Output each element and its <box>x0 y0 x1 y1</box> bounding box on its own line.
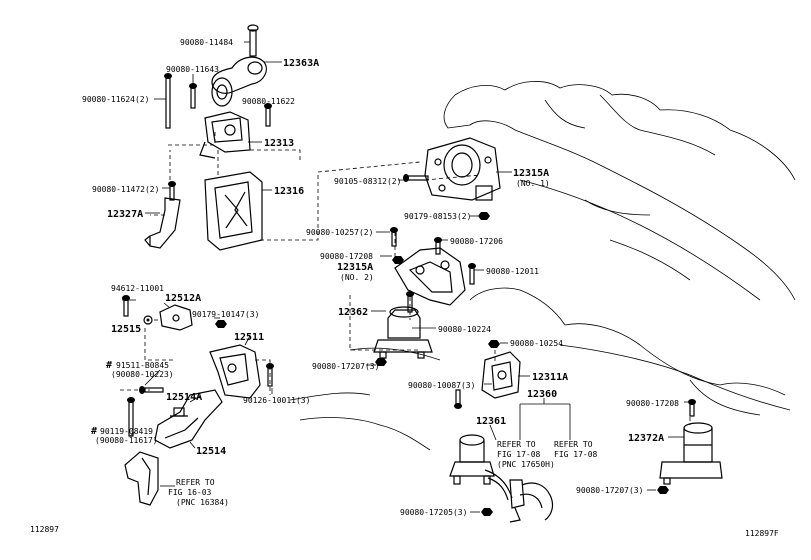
label-90179-10147: 90179-10147(3) <box>192 310 259 319</box>
label-refer1-line2: FIG 17-08 <box>497 450 541 459</box>
label-no1: (NO. 1) <box>516 179 550 188</box>
label-90080-17207-b: 90080-17207(3) <box>576 486 643 495</box>
torque-rod-12363A <box>211 24 267 107</box>
label-90080-11622: 90080-11622 <box>242 97 295 106</box>
label-12311A: 12311A <box>532 372 568 383</box>
label-12363A: 12363A <box>283 58 319 69</box>
label-refer3-line1: REFER TO <box>176 478 215 487</box>
label-90080-11472: 90080-11472(2) <box>92 185 159 194</box>
bolt-90080-11624 <box>164 73 172 129</box>
label-91511-B0845: 91511-B0845 <box>116 361 169 370</box>
label-90126-10011: 90126-10011(3) <box>243 396 310 405</box>
nut-90179-10147 <box>215 320 227 328</box>
label-90080-17208-b: 90080-17208 <box>626 399 679 408</box>
label-refer1-line3: (PNC 17650H) <box>497 460 555 469</box>
label-90080-10087: 90080-10087(3) <box>408 381 475 390</box>
label-12327A: 12327A <box>107 209 143 220</box>
label-12515: 12515 <box>111 324 141 335</box>
label-12315A-no2: 12315A <box>337 262 373 273</box>
bolt-90119-08419 <box>127 397 135 437</box>
label-90080-11624: 90080-11624(2) <box>82 95 149 104</box>
bracket-12316 <box>204 171 263 251</box>
mount-12372A <box>659 422 723 485</box>
footer-left-code: 112897 <box>30 525 59 534</box>
stay-12512A <box>159 304 193 331</box>
label-90080-11617: (90080-11617) <box>95 436 158 445</box>
label-90080-10223: (90080-10223) <box>111 370 174 379</box>
bolt-90080-11643 <box>189 83 197 109</box>
label-12316: 12316 <box>274 186 304 197</box>
mount-12362 <box>373 306 433 359</box>
label-12514: 12514 <box>196 446 226 457</box>
label-hash-2: # <box>91 426 97 437</box>
label-12511: 12511 <box>234 332 264 343</box>
label-90080-10224: 90080-10224 <box>438 325 491 334</box>
label-refer3-line2: FIG 16-03 <box>168 488 212 497</box>
label-90080-11643: 90080-11643 <box>166 65 219 74</box>
bracket-12511 <box>209 344 261 399</box>
mount-12361 <box>449 434 513 501</box>
mount-12315A-no1 <box>424 137 501 201</box>
label-no2: (NO. 2) <box>340 273 374 282</box>
bolt-90080-10087 <box>454 389 462 409</box>
label-12313: 12313 <box>264 138 294 149</box>
label-90080-10257: 90080-10257(2) <box>306 228 373 237</box>
bolt-90080-10224 <box>406 291 414 313</box>
bolt-90080-11622 <box>264 103 272 127</box>
label-90080-11484: 90080-11484 <box>180 38 233 47</box>
leader-lines <box>122 41 688 513</box>
label-90080-17205: 90080-17205(3) <box>400 508 467 517</box>
bracket-12313 <box>199 111 251 159</box>
engine-outline <box>289 81 796 451</box>
bolt-90080-10254 <box>488 340 500 348</box>
bolt-90080-12011 <box>468 263 476 285</box>
washer-12515 <box>143 315 153 325</box>
hoses-12360 <box>509 479 554 523</box>
bolt-91511-B0845 <box>139 386 164 394</box>
label-90080-17206: 90080-17206 <box>450 237 503 246</box>
nut-90080-17207a <box>375 358 387 366</box>
label-12361: 12361 <box>476 416 506 427</box>
bolt-90080-17206 <box>434 237 442 255</box>
bracket-12514 <box>154 389 223 449</box>
label-refer3-line3: (PNC 16384) <box>176 498 229 507</box>
bolt-90126-10011 <box>266 363 274 387</box>
bolt-90080-10257 <box>390 227 398 247</box>
bolt-94612-11001 <box>122 295 130 317</box>
bolt-90105-08312 <box>403 174 429 182</box>
label-90119-08419: 90119-08419 <box>100 427 153 436</box>
label-94612-11001: 94612-11001 <box>111 284 164 293</box>
label-90080-12011: 90080-12011 <box>486 267 539 276</box>
bolt-90080-11472 <box>168 181 176 201</box>
label-90080-17207-a: 90080-17207(3) <box>312 362 379 371</box>
bracket-12327A <box>144 197 181 249</box>
label-12360: 12360 <box>527 389 557 400</box>
label-hash-1: # <box>106 360 112 371</box>
label-12372A: 12372A <box>628 433 664 444</box>
label-90105-08312: 90105-08312(2) <box>334 177 401 186</box>
bolt-90080-17208b <box>688 399 696 417</box>
nut-90080-17205 <box>481 508 493 516</box>
heat-insulator <box>124 451 159 506</box>
label-refer2-line2: FIG 17-08 <box>554 450 598 459</box>
label-90080-10254: 90080-10254 <box>510 339 563 348</box>
nut-90080-17207b <box>657 486 669 494</box>
label-12315A-no1: 12315A <box>513 168 549 179</box>
label-90179-08153: 90179-08153(2) <box>404 212 471 221</box>
nut-90080-17208a <box>392 256 404 264</box>
label-refer2-line1: REFER TO <box>554 440 593 449</box>
mount-12315A-no2 <box>394 247 466 306</box>
footer-right-code: 112897F <box>745 529 779 538</box>
nut-90179-08153 <box>478 212 490 220</box>
label-12514A: 12514A <box>166 392 202 403</box>
footer: 112897 112897F <box>30 525 779 538</box>
label-refer1-line1: REFER TO <box>497 440 536 449</box>
label-12512A: 12512A <box>165 293 201 304</box>
label-90080-17208-a: 90080-17208 <box>320 252 373 261</box>
label-12362: 12362 <box>338 307 368 318</box>
labels: 90080-11484 12363A 90080-11643 90080-116… <box>82 38 679 517</box>
bracket-12311A <box>481 351 521 399</box>
